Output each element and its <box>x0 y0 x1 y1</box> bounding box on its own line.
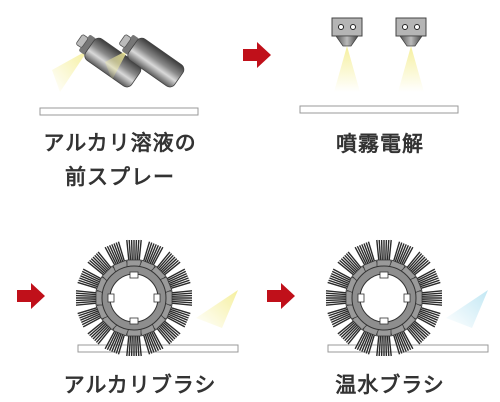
step-label-line1: アルカリ溶液の <box>43 131 197 155</box>
spray-mist <box>446 290 488 328</box>
right-arrow-icon <box>267 283 295 309</box>
spray-mist <box>196 290 238 328</box>
nozzle-icon <box>331 17 363 92</box>
brush-bristle <box>148 312 181 345</box>
right-arrow-icon <box>17 283 45 309</box>
step-label: アルカリ溶液の 前スプレー <box>10 126 230 194</box>
brush-bristle <box>327 302 361 328</box>
brush-bristle <box>337 251 370 284</box>
spray-mist <box>334 46 360 92</box>
right-arrow-icon <box>243 42 271 68</box>
step-label-line2: 前スプレー <box>65 165 175 189</box>
brush-bristle <box>325 290 356 306</box>
brush-bristle <box>354 241 380 275</box>
step-label: 温水ブラシ <box>335 373 445 397</box>
step-label: アルカリブラシ <box>63 373 217 397</box>
work-surface <box>299 105 459 114</box>
spray-mist <box>398 46 424 92</box>
brush-bristle <box>138 241 164 275</box>
brush-bristle <box>87 312 120 345</box>
spray-mist <box>52 50 88 92</box>
rotary-brush-icon <box>75 239 239 357</box>
work-surface <box>39 107 199 116</box>
brush-bristle <box>376 239 392 270</box>
step-spray-electrolysis: 噴霧電解 <box>260 0 500 200</box>
brush-bristle <box>126 239 142 270</box>
brush-bristle <box>337 312 370 345</box>
brush-bristle <box>75 290 106 306</box>
brush-bristle <box>162 290 193 306</box>
rotary-brush-icon <box>325 239 489 357</box>
brush-bristle <box>157 268 191 294</box>
brush-bristle <box>412 290 443 306</box>
step-label: 噴霧電解 <box>336 132 424 156</box>
step-hot-water-brush: 温水ブラシ <box>250 220 500 400</box>
brush-bristle <box>87 251 120 284</box>
spray-cans-icon <box>39 34 199 116</box>
spray-can-icon <box>119 34 185 88</box>
spray-nozzles-icon <box>299 17 459 114</box>
brush-bristle <box>104 321 130 355</box>
brush-bristle <box>126 326 142 357</box>
spray-mist <box>105 50 128 80</box>
nozzle-icon <box>395 17 427 92</box>
brush-bristle <box>148 251 181 284</box>
step-alkali-prespray: アルカリ溶液の 前スプレー <box>0 0 240 200</box>
step-alkali-brush: アルカリブラシ <box>0 220 250 400</box>
brush-bristle <box>376 326 392 357</box>
brush-bristle <box>354 321 380 355</box>
